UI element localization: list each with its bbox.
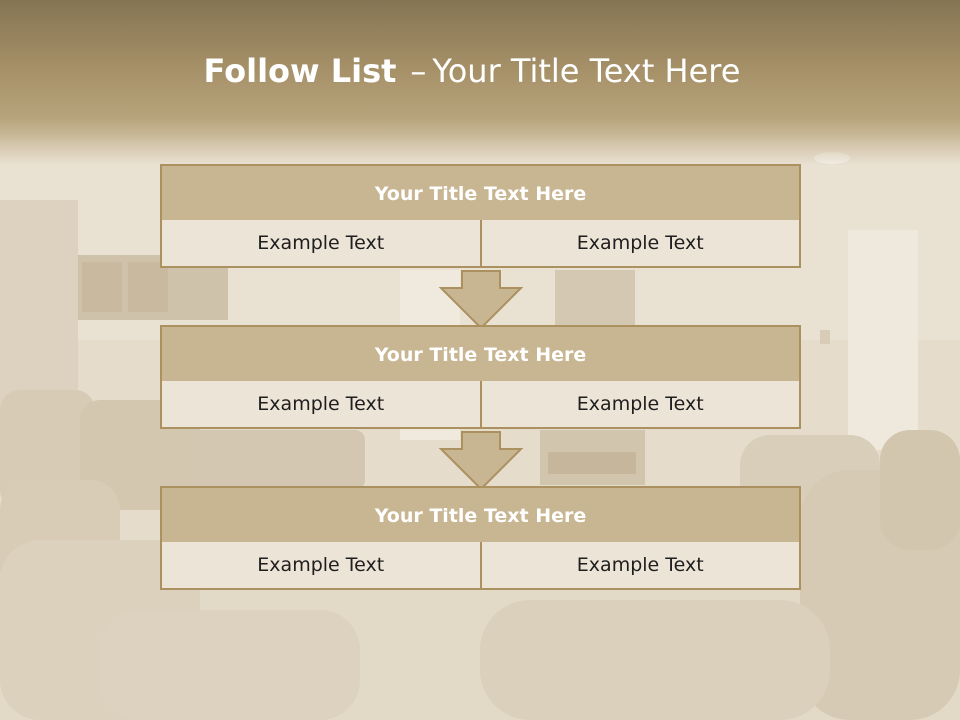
list-block-3: Your Title Text Here Example Text Exampl… [160, 486, 801, 591]
block-title: Your Title Text Here [160, 164, 801, 224]
down-arrow-icon [438, 431, 524, 491]
block-row: Example Text Example Text [160, 381, 801, 429]
down-arrow-icon [438, 270, 524, 330]
block-row: Example Text Example Text [160, 220, 801, 268]
block-row: Example Text Example Text [160, 542, 801, 590]
block-cell-right: Example Text [479, 381, 800, 427]
list-block-1: Your Title Text Here Example Text Exampl… [160, 164, 801, 269]
block-cell-left: Example Text [257, 393, 385, 415]
title-separator: – [410, 52, 427, 90]
block-title: Your Title Text Here [160, 325, 801, 385]
block-cell-right: Example Text [479, 542, 800, 588]
block-cell-left: Example Text [257, 232, 385, 254]
slide-title: Follow List–Your Title Text Here [0, 52, 944, 90]
block-cell-right: Example Text [479, 220, 800, 266]
title-rest: Your Title Text Here [432, 52, 741, 90]
title-bold: Follow List [203, 52, 397, 90]
header-band [0, 0, 960, 165]
block-cell-left: Example Text [257, 554, 385, 576]
list-block-2: Your Title Text Here Example Text Exampl… [160, 325, 801, 430]
block-title: Your Title Text Here [160, 486, 801, 546]
